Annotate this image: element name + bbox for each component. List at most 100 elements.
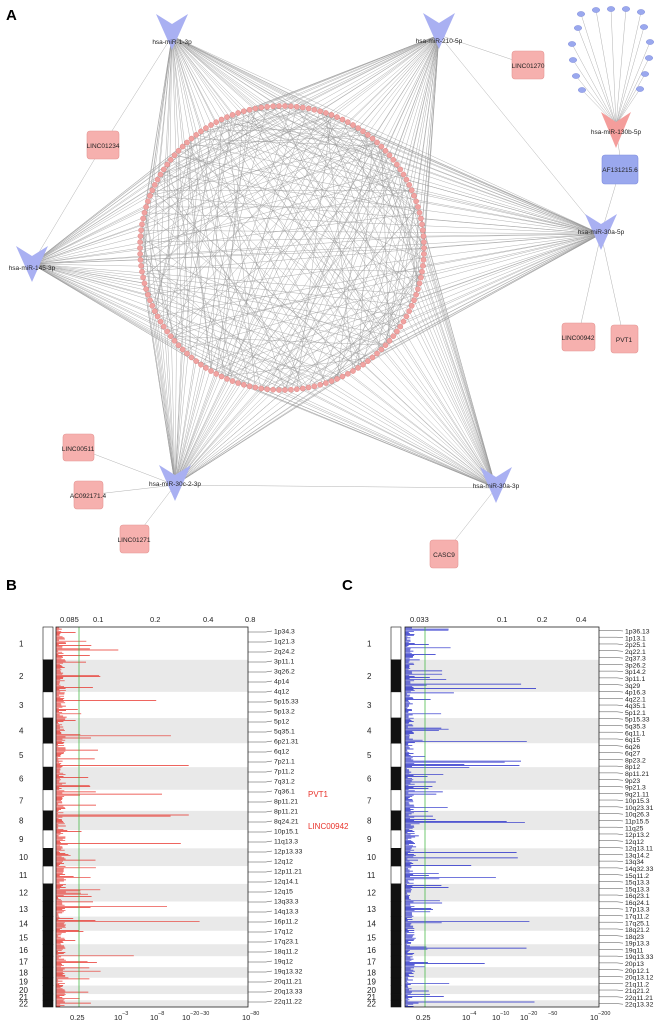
circle-node — [397, 323, 404, 330]
band-label: 1p13.1 — [625, 635, 646, 642]
network-edge — [31, 263, 417, 295]
network-edge — [272, 34, 440, 390]
network-edge — [174, 114, 332, 486]
network-edge — [171, 35, 390, 341]
network-edge — [196, 134, 602, 235]
circle-node — [157, 318, 164, 325]
ideogram-c — [390, 626, 402, 1008]
network-edge — [200, 233, 602, 365]
network-edge — [357, 34, 440, 129]
band-connector — [616, 745, 624, 747]
network-edge — [385, 34, 440, 151]
band-label: 2q37.3 — [625, 656, 646, 663]
network-edge — [284, 134, 369, 391]
bottom-tick-exponent: −30 — [200, 1011, 209, 1017]
lncrna-node-pvt1[interactable]: PVT1 — [610, 324, 639, 354]
lncrna-node-linc01270[interactable]: LINC01270 — [512, 50, 545, 80]
network-edge — [272, 34, 440, 107]
lncrna-node-linc00942[interactable]: LINC00942 — [562, 322, 596, 352]
band-connector — [616, 725, 624, 727]
chromosome-band-stripe — [405, 944, 599, 957]
band-connector — [265, 980, 273, 983]
network-edge — [171, 35, 303, 389]
circle-node — [203, 125, 209, 131]
circle-node — [143, 286, 149, 292]
network-edge — [186, 142, 497, 489]
network-edge — [174, 169, 401, 486]
band-connector — [616, 752, 624, 754]
fan-edge — [580, 13, 617, 126]
network-edge — [376, 34, 440, 354]
circle-node — [218, 116, 225, 123]
band-connector — [616, 820, 624, 822]
network-edge — [171, 35, 183, 147]
ideogram-segment — [390, 789, 402, 812]
network-edge — [376, 142, 420, 284]
other-node-af131215-6[interactable]: AF131215.6 — [601, 154, 639, 185]
band-connector — [616, 826, 624, 828]
lncrna-node-ac092171-4[interactable]: AC092171.4 — [70, 480, 107, 510]
network-edge — [182, 349, 497, 489]
band-label: 3q26.2 — [274, 669, 295, 676]
network-edge — [406, 179, 602, 235]
mirna-node-210-5p[interactable]: hsa-miR-210-5p — [416, 13, 463, 49]
network-edge — [272, 106, 497, 489]
mirna-node-30c-2-3p[interactable]: hsa-miR-30c-2-3p — [149, 465, 201, 501]
network-edge — [31, 134, 197, 265]
ideogram-segment — [42, 829, 54, 849]
network-edge — [290, 34, 440, 390]
lncrna-node-linc00511[interactable]: LINC00511 — [62, 433, 95, 462]
fan-edge — [610, 8, 617, 126]
circle-node — [400, 171, 407, 178]
circle-node — [179, 346, 186, 353]
mirna-label: hsa-miR-210-5p — [416, 38, 463, 45]
band-label: 11q13.3 — [274, 839, 298, 846]
circle-node — [406, 182, 412, 188]
mirna-node-30a-5p[interactable]: hsa-miR-30a-5p — [578, 214, 625, 250]
lncrna-node-casc9[interactable]: CASC9 — [429, 539, 459, 569]
chromosome-label: 18 — [367, 968, 376, 977]
band-label: 12q15 — [274, 889, 293, 896]
highlight-label-pvt1: PVT1 — [308, 790, 329, 799]
band-connector — [616, 854, 624, 856]
band-label: 18q21.2 — [625, 927, 650, 934]
circle-node — [355, 125, 361, 131]
bottom-tick-label: 10 — [114, 1013, 122, 1022]
mirna-node-130b-5p[interactable]: hsa-miR-130b-5p — [591, 112, 642, 148]
network-edge — [166, 164, 176, 486]
network-edge — [182, 134, 368, 147]
plot-frame-c — [404, 626, 600, 1008]
ideogram-segment — [390, 916, 402, 932]
network-edge — [140, 142, 378, 255]
lncrna-node-linc01234[interactable]: LINC01234 — [87, 130, 120, 160]
circle-node — [188, 135, 195, 142]
bottom-tick-label: 10 — [520, 1013, 528, 1022]
band-connector — [265, 910, 273, 913]
band-connector — [616, 921, 624, 923]
mirna-node-30a-3p[interactable]: hsa-miR-30a-3p — [473, 467, 520, 503]
chromosome-label: 4 — [19, 727, 24, 736]
network-edge — [149, 142, 378, 196]
circle-node — [416, 209, 423, 216]
mirna-node-1-3p[interactable]: hsa-miR-1-3p — [152, 14, 192, 50]
mirna-node-145-3p[interactable]: hsa-miR-145-3p — [9, 246, 56, 282]
circle-node — [369, 135, 376, 142]
network-edge — [154, 34, 440, 312]
network-edge — [266, 146, 382, 390]
circle-node — [365, 132, 371, 138]
network-edge — [232, 179, 407, 382]
top-tick-label: 0.4 — [576, 615, 586, 624]
band-label: 5p15.33 — [274, 699, 299, 706]
network-edge — [141, 35, 173, 272]
lncrna-node-linc01271[interactable]: LINC01271 — [118, 524, 151, 554]
top-tick-label: 0.1 — [93, 615, 103, 624]
ideogram-segment — [42, 993, 54, 1001]
ideogram-segment — [42, 943, 54, 957]
network-edge — [296, 106, 497, 489]
chromosome-label: 5 — [19, 751, 24, 760]
network-edge — [232, 114, 417, 202]
circle-node — [305, 384, 312, 391]
ideogram-segment — [42, 742, 54, 768]
circle-node — [420, 233, 427, 239]
lncrna-circle-cluster — [137, 103, 427, 393]
